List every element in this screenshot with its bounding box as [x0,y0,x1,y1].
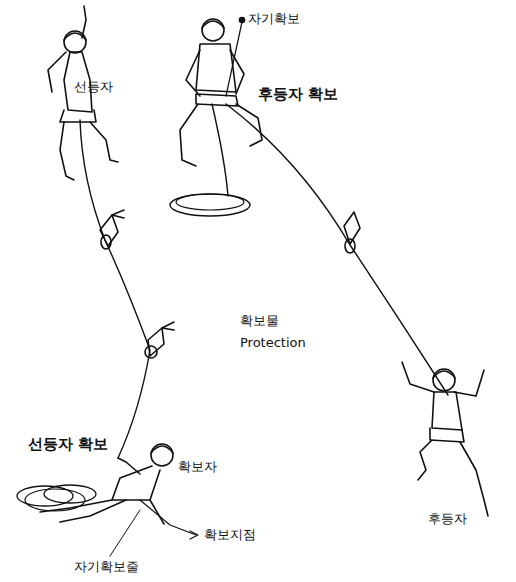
part-label: 확보지점 [204,528,256,542]
quickdraw [100,210,124,249]
follower [402,362,488,516]
part-label: 후등자 [428,512,467,526]
lead-belayer [40,444,173,524]
section-heading: 후등자 확보 [258,86,338,103]
quickdraw [344,212,360,253]
part-label: 자기확보 [248,12,300,26]
part-label: 확보물 [240,314,279,328]
part-label: 자기확보줄 [74,560,139,574]
section-heading: 선등자 확보 [28,436,108,453]
quickdraw [145,322,174,358]
part-label: Protection [240,336,306,350]
part-label: 확보자 [178,460,217,474]
part-label: 선등자 [74,80,113,94]
